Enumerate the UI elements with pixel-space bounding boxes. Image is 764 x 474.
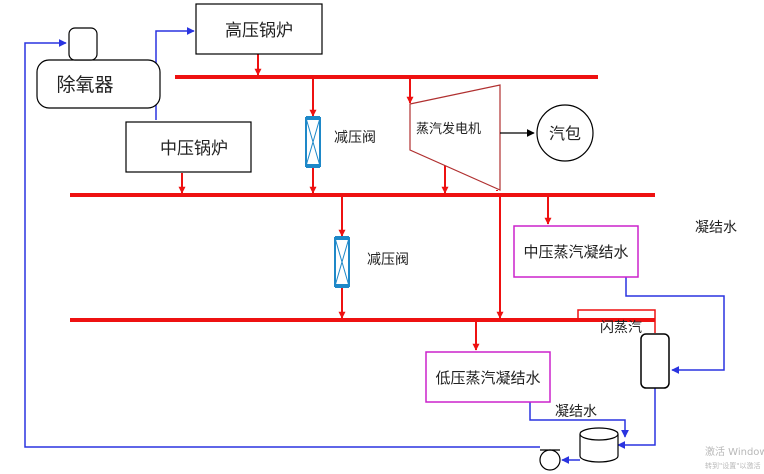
drum-label: 汽包 (549, 124, 581, 143)
lp-condensate-box (425, 351, 551, 403)
condensate-tank (579, 427, 619, 463)
mp-boiler-label: 中压锅炉 (160, 139, 228, 159)
hp-boiler-label: 高压锅炉 (225, 21, 293, 41)
flash-to-tank (617, 388, 656, 449)
prv2-icon (334, 236, 350, 288)
watermark-line-1: 激活 Window (705, 445, 764, 458)
condensate-bottom-label: 凝结水 (555, 404, 597, 420)
turbine-shape (409, 84, 501, 191)
flash-steam-line (577, 309, 656, 333)
pump-icon (539, 449, 561, 471)
mp-boiler-box (125, 121, 252, 173)
prv1-label: 减压阀 (334, 130, 376, 146)
hp-boiler-box (195, 3, 323, 55)
mp-condensate-label: 中压蒸汽凝结水 (523, 243, 628, 261)
turbine-label: 蒸汽发电机 (416, 121, 481, 137)
mp-condensate-to-flash (625, 277, 725, 374)
deaerator-head (68, 27, 98, 61)
mp-condensate-box (513, 225, 639, 278)
prv1-icon (305, 116, 321, 168)
lp-condensate-label: 低压蒸汽凝结水 (435, 369, 540, 387)
drum-circle (536, 104, 594, 162)
flash-steam-label: 闪蒸汽 (600, 320, 642, 336)
deaerator-box (36, 59, 161, 109)
condensate-right-label: 凝结水 (695, 220, 737, 236)
prv2-label: 减压阀 (367, 252, 409, 268)
feedwater-return-line (24, 39, 540, 448)
watermark-line-2: 转到"设置"以激活 (705, 461, 760, 470)
flash-tank (640, 333, 670, 389)
lp-condensate-to-tank (529, 402, 629, 438)
deaerator-label: 除氧器 (56, 74, 113, 96)
